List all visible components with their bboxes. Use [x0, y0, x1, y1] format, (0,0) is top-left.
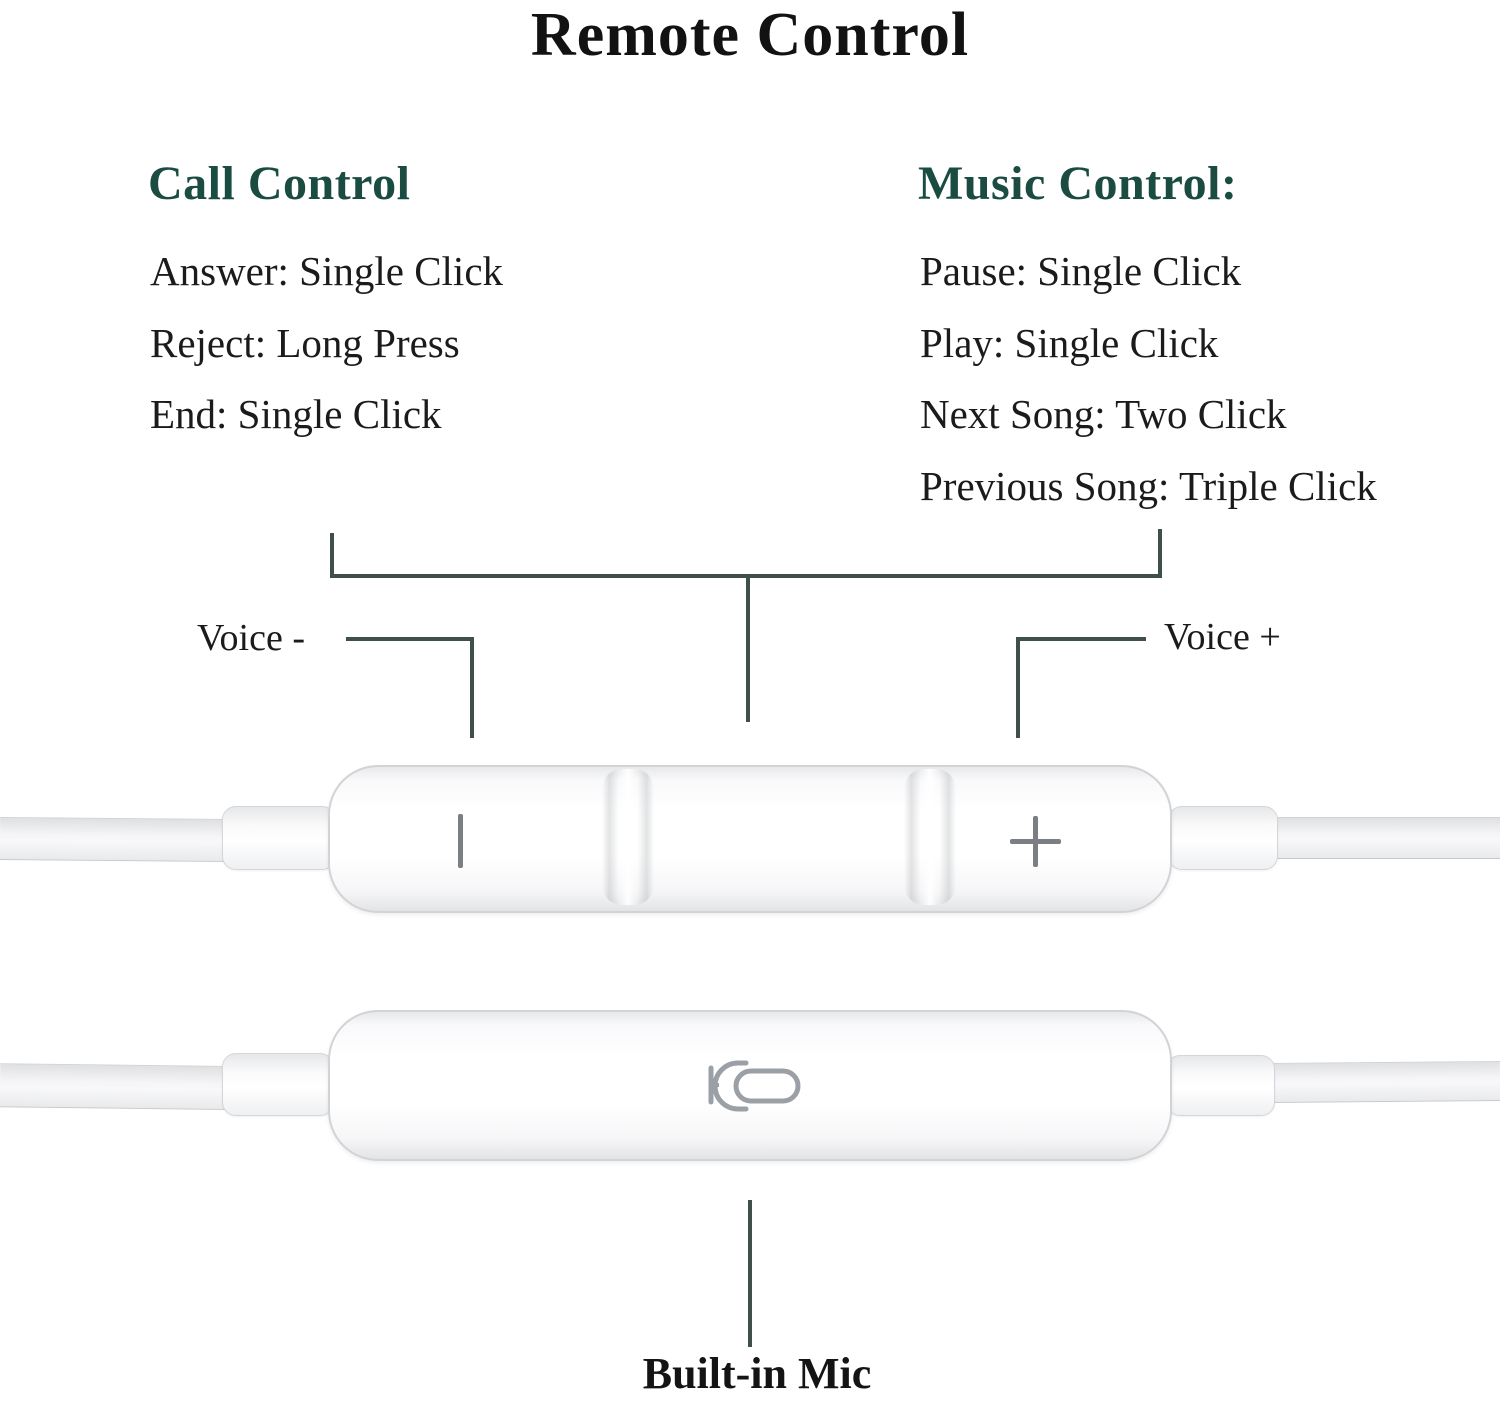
call-control-item: Reject: Long Press: [150, 320, 460, 366]
bracket-right-tick: [1158, 529, 1162, 578]
voice-minus-leader-horizontal: [346, 637, 474, 641]
call-control-item: Answer: Single Click: [150, 248, 504, 294]
bracket-left-tick: [330, 533, 334, 578]
music-control-heading: Music Control:: [918, 157, 1238, 210]
voice-plus-leader-horizontal: [1016, 637, 1146, 641]
remote-body-front: [328, 765, 1172, 913]
strain-relief-right-back: [1166, 1055, 1275, 1116]
cable-left-front: [0, 816, 231, 862]
button-divider-groove: [602, 769, 654, 905]
call-control-item: End: Single Click: [150, 391, 442, 437]
music-control-item: Pause: Single Click: [920, 248, 1242, 294]
built-in-mic-label: Built-in Mic: [642, 1349, 872, 1398]
strain-relief-right-front: [1168, 806, 1278, 870]
minus-bar-icon: [458, 814, 463, 868]
bracket-center-stem: [746, 574, 750, 722]
mic-icon: [708, 1060, 801, 1112]
cable-right-front: [1274, 817, 1500, 859]
music-control-item: Previous Song: Triple Click: [920, 463, 1377, 509]
voice-minus-leader-vertical: [470, 637, 474, 738]
voice-plus-label: Voice +: [1164, 616, 1281, 658]
page-title: Remote Control: [530, 1, 970, 69]
plus-icon: [1010, 839, 1061, 844]
mic-leader-line: [748, 1200, 752, 1347]
call-control-heading: Call Control: [148, 157, 411, 210]
button-divider-groove: [904, 769, 956, 905]
music-control-item: Play: Single Click: [920, 320, 1219, 366]
voice-plus-leader-vertical: [1016, 637, 1020, 738]
strain-relief-left-back: [222, 1053, 334, 1116]
music-control-item: Next Song: Two Click: [920, 391, 1287, 437]
voice-minus-label: Voice -: [197, 617, 305, 659]
cable-left-back: [0, 1063, 229, 1110]
cable-right-back: [1269, 1060, 1500, 1103]
strain-relief-left-front: [222, 806, 336, 870]
